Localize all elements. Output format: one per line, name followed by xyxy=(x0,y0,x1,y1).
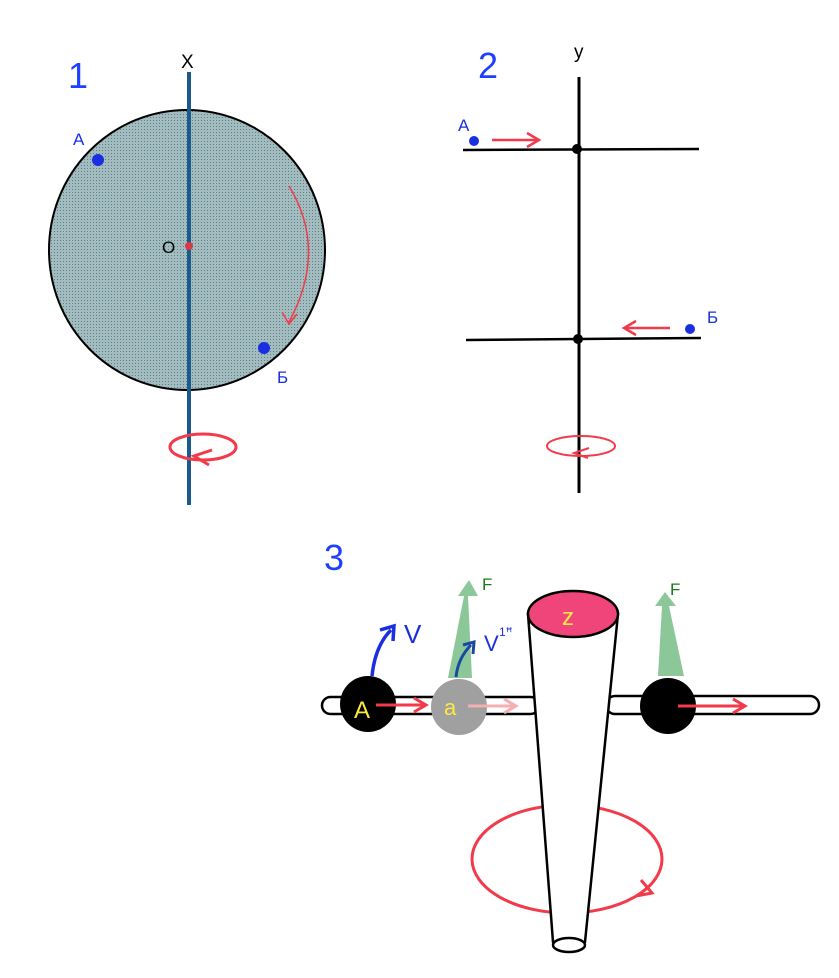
arrow-ball-a-head xyxy=(413,696,429,714)
ball-a-label: A xyxy=(354,697,370,724)
point-a-label: А xyxy=(458,116,470,135)
rod-lower xyxy=(465,336,702,342)
axis-rotation-arrowhead xyxy=(570,447,590,459)
shaft-rotation-arrowhead xyxy=(635,879,655,898)
arrow-a-head xyxy=(526,131,542,149)
arrow-ball-a2-head xyxy=(503,697,519,715)
figure-1-number: 1 xyxy=(68,55,88,96)
shaft xyxy=(526,612,620,949)
figure-3: 3 z F F a A V xyxy=(320,537,821,954)
figure-3-number: 3 xyxy=(324,537,344,578)
cap-label: z xyxy=(562,604,574,631)
velocity-label: V xyxy=(404,619,422,649)
figure-1: 1 X O А Б xyxy=(48,52,326,505)
joint-lower xyxy=(573,334,583,344)
figure-2-axis-label: y xyxy=(574,42,584,63)
axis-rotation-ring xyxy=(168,432,238,462)
velocity-arrow xyxy=(370,628,393,677)
figure-1-axis-label: X xyxy=(181,52,194,73)
ball-a2 xyxy=(431,679,487,735)
point-a xyxy=(92,154,104,166)
disk-rotation-arrowhead xyxy=(281,311,298,326)
point-b-label: Б xyxy=(707,308,718,327)
arrow-ball-right-head xyxy=(732,697,748,715)
velocity2-arrow-head xyxy=(462,639,476,655)
shaft-tip xyxy=(551,936,587,954)
point-b xyxy=(685,324,695,334)
arrow-b-head xyxy=(621,319,637,337)
center-label: O xyxy=(162,238,175,257)
velocity-arrow-head xyxy=(379,623,396,642)
point-b xyxy=(258,342,270,354)
figure-2: 2 y А Б xyxy=(458,42,718,493)
axis-rotation-ring xyxy=(546,435,616,457)
force-label-left: F xyxy=(482,575,492,594)
point-a xyxy=(469,136,479,146)
point-a-label: А xyxy=(73,130,85,149)
center-point xyxy=(185,242,193,250)
velocity2-superscript: 1ꟸ xyxy=(499,625,513,639)
shaft-cap xyxy=(526,589,620,639)
force-label-right: F xyxy=(670,580,680,599)
velocity2-arrow xyxy=(454,643,473,678)
disk-rotation-arc xyxy=(288,185,310,323)
ball-right xyxy=(640,678,696,734)
figure-2-number: 2 xyxy=(478,45,498,86)
ball-a xyxy=(340,676,396,732)
point-b-label: Б xyxy=(277,368,288,387)
joint-upper xyxy=(572,144,582,154)
axis-rotation-arrowhead xyxy=(190,448,213,467)
ball-a2-label: a xyxy=(444,695,457,720)
force-arrow-right xyxy=(655,592,684,676)
force-arrow-left xyxy=(448,580,478,678)
velocity2-label: V xyxy=(484,631,499,656)
